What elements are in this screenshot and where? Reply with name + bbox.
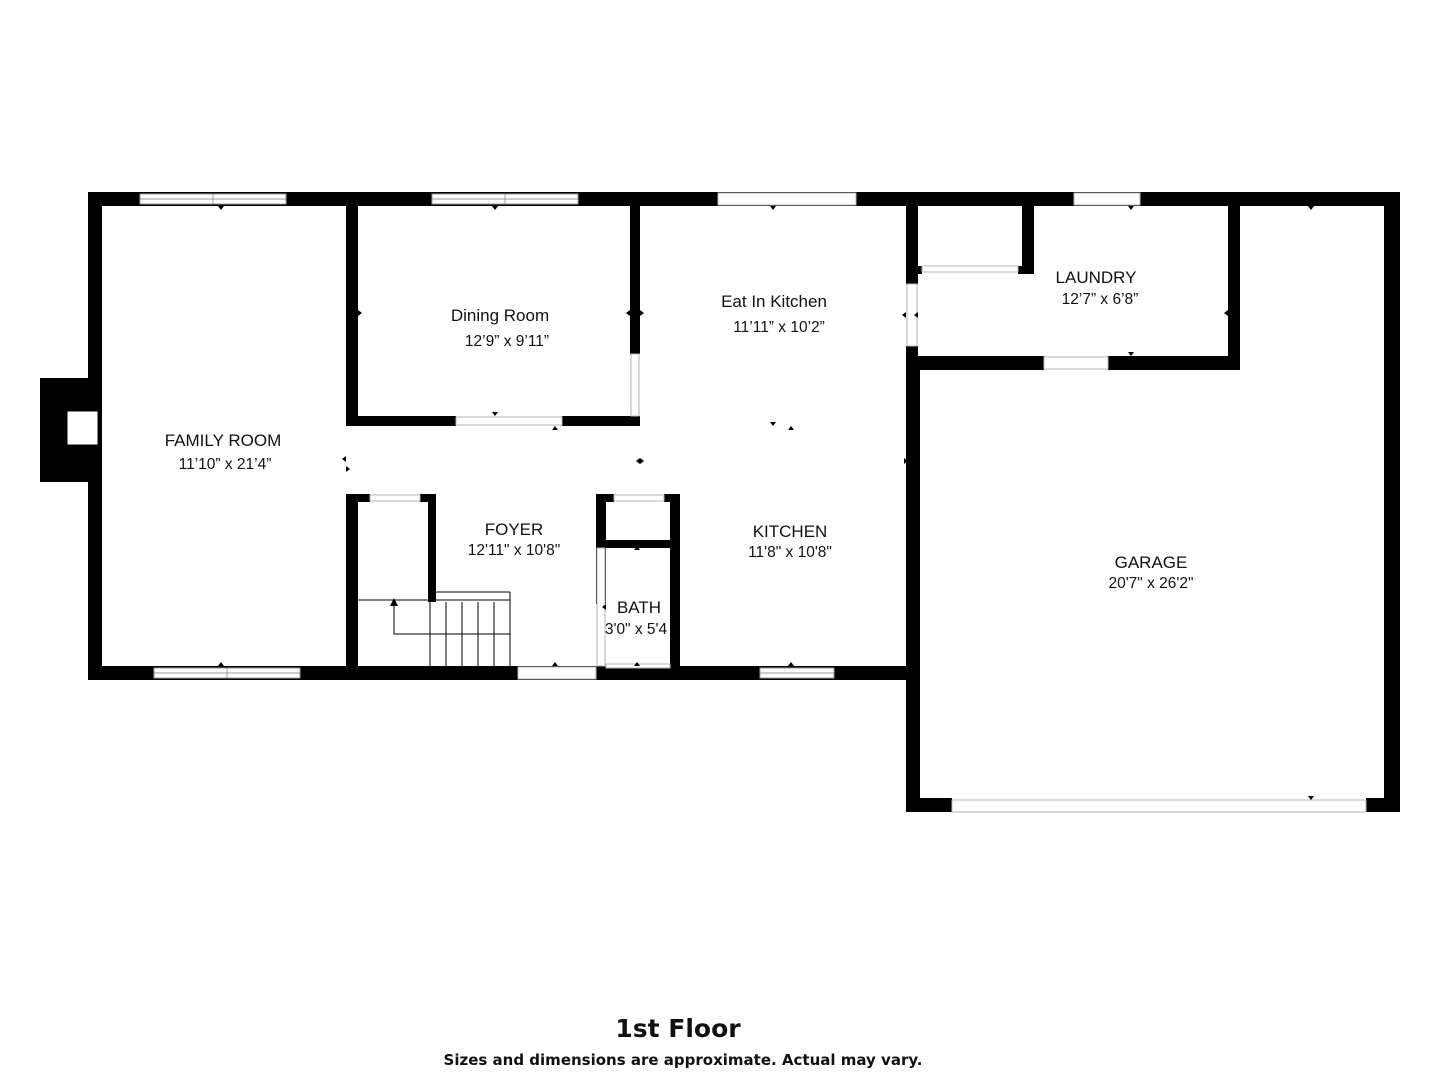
dimension-marker-icon (640, 458, 644, 464)
room-dimensions: 3'0" x 5'4 (605, 621, 668, 638)
dimension-marker-icon (1128, 352, 1134, 356)
dimension-marker-icon (1384, 580, 1388, 586)
wall-garage-right (1384, 192, 1400, 812)
room-dimensions: 12’9” x 9’11” (465, 333, 549, 350)
dimension-marker-icon (346, 466, 350, 472)
room-laundry: LAUNDRY 12’7” x 6’8” (1056, 268, 1139, 308)
dimension-marker-icon (916, 580, 920, 586)
room-dimensions: 11'8" x 10'8" (748, 544, 832, 561)
wall-garage-bottom-left (906, 798, 952, 812)
staircase (358, 591, 511, 666)
room-kitchen: KITCHEN 11'8" x 10'8" (748, 522, 832, 561)
wall-garage-bottom-right (1366, 798, 1400, 812)
dimension-marker-icon (1128, 206, 1134, 210)
dimension-marker-icon (904, 458, 908, 464)
dimension-marker-icon (1308, 206, 1314, 210)
window (1073, 192, 1141, 206)
stair-arrow-icon (390, 598, 398, 606)
dimension-marker-icon (552, 426, 558, 430)
window (153, 667, 301, 679)
closet-opening (613, 494, 665, 502)
room-name: LAUNDRY (1056, 268, 1137, 287)
room-name: BATH (617, 598, 661, 617)
room-name: FOYER (485, 520, 544, 539)
doorways (369, 265, 1367, 813)
room-name: Dining Room (451, 306, 549, 325)
window (139, 193, 287, 205)
dimension-marker-icon (218, 206, 224, 210)
room-dimensions: 12’7” x 6’8” (1062, 291, 1139, 308)
dimension-marker-icon (492, 206, 498, 210)
dimension-marker-icon (914, 312, 918, 318)
dimension-marker-icon (98, 464, 102, 470)
room-name: GARAGE (1115, 553, 1188, 572)
dimension-marker-icon (770, 206, 776, 210)
room-name: Eat In Kitchen (721, 292, 827, 311)
front-door (517, 666, 597, 680)
dimension-marker-icon (492, 412, 498, 416)
room-dimensions: 11’10” x 21’4” (179, 456, 272, 473)
room-dimensions: 20'7" x 26'2" (1108, 575, 1193, 592)
dimension-marker-icon (788, 426, 794, 430)
dimension-marker-icon (640, 310, 644, 316)
window (717, 192, 857, 206)
room-dimensions: 12'11" x 10'8" (468, 542, 560, 559)
doorway (630, 353, 640, 417)
room-foyer: FOYER 12'11" x 10'8" (468, 520, 560, 559)
dimension-marker-icon (670, 604, 674, 610)
room-dining-room: Dining Room 12’9” x 9’11” (451, 306, 549, 350)
dimension-marker-icon (1308, 796, 1314, 800)
disclaimer: Sizes and dimensions are approximate. Ac… (443, 1051, 923, 1069)
doorway (455, 416, 563, 426)
room-name: FAMILY ROOM (165, 431, 282, 450)
dimension-marker-icon (634, 546, 640, 550)
room-bath: BATH 3'0" x 5'4 (605, 598, 668, 638)
dimension-marker-icon (218, 662, 224, 666)
floor-title: 1st Floor (615, 1014, 741, 1043)
dimension-marker-icon (636, 458, 640, 464)
room-eat-in-kitchen: Eat In Kitchen 11’11” x 10’2” (721, 292, 827, 336)
dimension-marker-icon (902, 312, 906, 318)
wall-garage-left (906, 360, 920, 812)
window (759, 667, 835, 679)
dimension-marker-icon (358, 310, 362, 316)
garage-door (951, 799, 1367, 813)
room-dimensions: 11’11” x 10’2” (733, 319, 825, 336)
dimension-markers (98, 206, 1388, 800)
doorway (1043, 356, 1109, 370)
room-family-room: FAMILY ROOM 11’10” x 21’4” (165, 431, 282, 473)
room-name: KITCHEN (753, 522, 828, 541)
window (431, 193, 579, 205)
dimension-marker-icon (342, 456, 346, 462)
dimension-marker-icon (770, 422, 776, 426)
dimension-marker-icon (1224, 310, 1228, 316)
exterior-walls (88, 192, 1400, 812)
windows (139, 192, 1141, 679)
interior-walls (346, 192, 1240, 680)
room-garage: GARAGE 20'7" x 26'2" (1108, 553, 1193, 592)
dimension-marker-icon (626, 310, 630, 316)
floor-plan: FAMILY ROOM 11’10” x 21’4” Dining Room 1… (40, 192, 1400, 813)
fireplace (40, 378, 102, 482)
dimension-marker-icon (634, 662, 640, 666)
dimension-marker-icon (602, 604, 606, 610)
dimension-marker-icon (552, 662, 558, 666)
closet-opening (369, 494, 421, 502)
closet-opening (921, 265, 1019, 273)
dimension-marker-icon (788, 662, 794, 666)
